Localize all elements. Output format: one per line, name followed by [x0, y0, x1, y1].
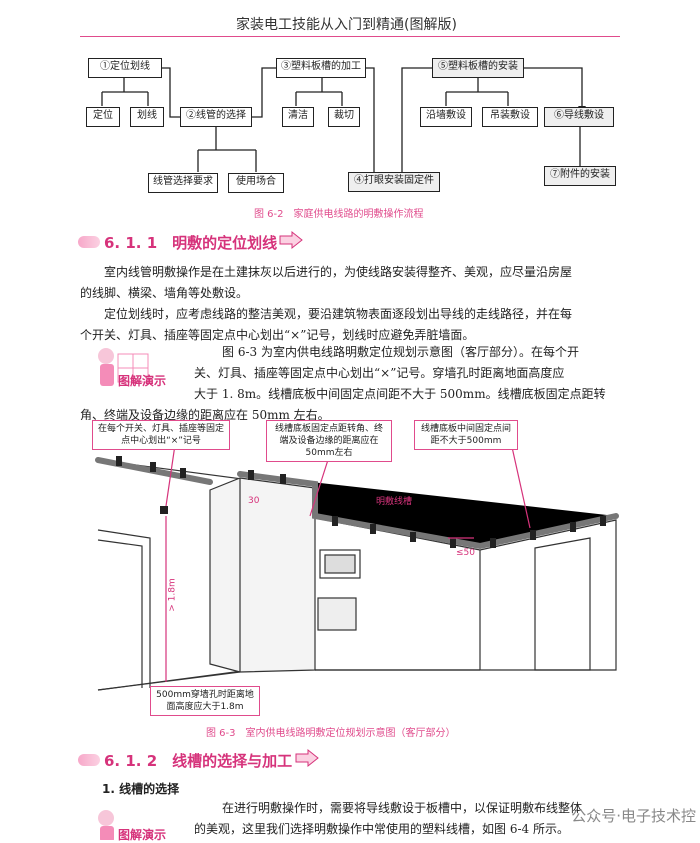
- callout-corner-distance: 线槽底板固定点距转角、终端及设备边缘的距离应在50mm左右: [266, 420, 392, 462]
- flow-step-5b: 吊装敷设: [482, 107, 538, 127]
- section-decoration: [78, 236, 100, 248]
- illustration-badge-label: 图解演示: [118, 374, 167, 388]
- page-header-title: 家装电工技能从入门到精通(图解版): [236, 17, 457, 33]
- paragraph-3: 图 6-3 为室内供电线路明敷定位规划示意图（客厅部分）。在每个开 关、灯具、插…: [80, 342, 630, 426]
- flow-step-5: ⑤塑料板槽的安装: [432, 58, 524, 78]
- flow-step-2: ②线管的选择: [180, 107, 252, 127]
- paragraph-4: 在进行明敷操作时，需要将导线敷设于板槽中，以保证明敷布线整体 的美观，这里我们选…: [80, 798, 640, 840]
- flow-step-1a: 定位: [86, 107, 120, 127]
- flow-step-5a: 沿墙敷设: [420, 107, 472, 127]
- flow-step-6: ⑥导线敷设: [544, 107, 614, 127]
- paragraph-1: 室内线管明敷操作是在土建抹灰以后进行的，为使线路安装得整齐、美观，应尽量沿房屋 …: [80, 262, 630, 304]
- paragraph-4-line-1: 在进行明敷操作时，需要将导线敷设于板槽中，以保证明敷布线整体: [222, 801, 583, 815]
- paragraph-2: 定位划线时，应考虑线路的整洁美观，要沿建筑物表面逐段划出导线的走线路径，并在每 …: [80, 304, 630, 346]
- paragraph-1-line-2: 的线脚、横梁、墙角等处敷设。: [80, 286, 249, 300]
- section-number: 6. 1. 1: [104, 234, 158, 252]
- figure-6-3-caption: 图 6-3 室内供电线路明敷定位规划示意图（客厅部分）: [206, 728, 456, 739]
- paragraph-3-line-3: 大于 1. 8m。线槽底板中间固定点间距不大于 500mm。线槽底板固定点距转: [194, 387, 606, 401]
- label-surface-trunking: 明敷线槽: [376, 497, 413, 507]
- figure-6-3-illustration: 在每个开关、灯具、插座等固定点中心划出“×”记号 线槽底板固定点距转角、终端及设…: [80, 420, 620, 720]
- section-6-1-1-heading: 6. 1. 1 明敷的定位划线: [104, 232, 277, 253]
- figure-6-2-caption: 图 6-2 家庭供电线路的明敷操作流程: [254, 209, 424, 220]
- dimension-50: ≤50: [456, 548, 475, 558]
- flow-step-3a: 清洁: [282, 107, 314, 127]
- paragraph-3-line-1: 图 6-3 为室内供电线路明敷定位规划示意图（客厅部分）。在每个开: [222, 345, 579, 359]
- section-title: 明敷的定位划线: [172, 234, 278, 252]
- flow-step-1b: 划线: [130, 107, 164, 127]
- flow-step-3: ③塑料板槽的加工: [276, 58, 366, 78]
- flow-step-2b: 使用场合: [228, 173, 284, 193]
- flow-step-2a: 线管选择要求: [148, 173, 218, 193]
- illustration-badge-icon-2: [98, 810, 114, 840]
- flow-step-4: ④打眼安装固定件: [348, 172, 440, 192]
- watermark: 公众号·电子技术控: [571, 807, 696, 825]
- header-divider: [80, 36, 620, 37]
- flow-step-1: ①定位划线: [88, 58, 162, 78]
- subsection-1-heading: 1. 线槽的选择: [102, 782, 180, 796]
- illustration-badge-label-2: 图解演示: [118, 828, 167, 842]
- section-decoration-2: [78, 754, 100, 766]
- paragraph-2-line-2: 个开关、灯具、插座等固定点中心划出“×”记号，划线时应避免弄脏墙面。: [80, 328, 475, 342]
- dimension-30: 30: [248, 496, 260, 506]
- dimension-1-8m: > 1.8m: [167, 578, 178, 612]
- paragraph-3-line-2: 关、灯具、插座等固定点中心划出“×”记号。穿墙孔时距离地面高度应: [194, 366, 565, 380]
- callout-wall-hole-height: 500mm穿墙孔时距离地面高度应大于1.8m: [150, 686, 260, 716]
- room-drawing: [95, 437, 619, 691]
- callout-mark-fixing-points: 在每个开关、灯具、插座等固定点中心划出“×”记号: [92, 420, 230, 450]
- flow-step-3b: 裁切: [328, 107, 360, 127]
- callout-middle-spacing: 线槽底板中间固定点间距不大于500mm: [414, 420, 518, 450]
- paragraph-3-line-4: 角、终端及设备边缘的距离应在 50mm 左右。: [80, 408, 330, 422]
- illustration-badge-icon: [98, 348, 149, 386]
- flow-step-7: ⑦附件的安装: [544, 166, 616, 186]
- hand-pointer-icon: [279, 230, 303, 250]
- section-number-2: 6. 1. 2: [104, 752, 158, 770]
- section-6-1-2-heading: 6. 1. 2 线槽的选择与加工: [104, 750, 292, 771]
- paragraph-2-line-1: 定位划线时，应考虑线路的整洁美观，要沿建筑物表面逐段划出导线的走线路径，并在每: [104, 307, 573, 321]
- hand-pointer-icon-2: [295, 748, 319, 768]
- paragraph-4-line-2: 的美观，这里我们选择明敷操作中常使用的塑料线槽，如图 6-4 所示。: [194, 822, 569, 836]
- paragraph-1-line-1: 室内线管明敷操作是在土建抹灰以后进行的，为使线路安装得整齐、美观，应尽量沿房屋: [104, 265, 573, 279]
- section-title-2: 线槽的选择与加工: [172, 752, 293, 770]
